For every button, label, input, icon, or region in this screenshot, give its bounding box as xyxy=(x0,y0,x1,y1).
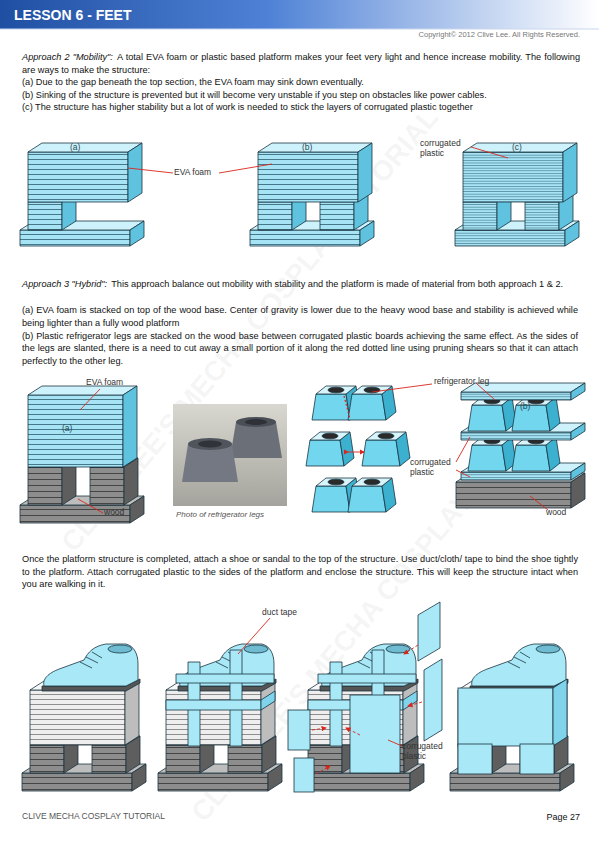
photo-caption: Photo of refrigerator legs xyxy=(176,510,264,519)
assembly-step-4 xyxy=(450,644,574,791)
paragraph: (b) Sinking of the structure is prevente… xyxy=(22,89,580,102)
paragraph: (a) EVA foam is stacked on top of the wo… xyxy=(22,304,578,329)
copyright-note: Copyright© 2012 Clive Lee. All Rights Re… xyxy=(380,31,580,40)
part-label: EVA foam xyxy=(86,378,123,388)
body-text: (b) Plastic refrigerator legs are stacke… xyxy=(22,331,578,366)
figure-tag: (a) xyxy=(70,143,80,153)
approach-heading: Approach 3 "Hybrid": xyxy=(22,279,107,289)
page-number: Page 27 xyxy=(500,812,580,822)
figure-tag: (a) xyxy=(62,424,72,434)
footer-text: CLIVE MECHA COSPLAY TUTORIAL xyxy=(22,812,165,822)
hybrid-platform-a xyxy=(20,386,144,523)
leader-lines xyxy=(238,618,402,746)
refrigerator-legs xyxy=(306,386,410,512)
part-label: corrugated plastic xyxy=(420,139,472,159)
foam-platform-b xyxy=(250,143,374,246)
photo xyxy=(173,404,287,506)
approach-heading: Approach 2 "Mobility": xyxy=(22,52,113,62)
assembly-step-1 xyxy=(22,644,146,791)
header-bar xyxy=(0,0,599,29)
foam-platform-a xyxy=(20,143,144,246)
page-title: LESSON 6 - FEET xyxy=(14,7,131,23)
paragraph: Once the platform structure is completed… xyxy=(22,553,578,591)
figure-tag: (b) xyxy=(302,143,312,153)
assembly-step-2 xyxy=(158,644,282,791)
part-label: corrugated plastic xyxy=(410,458,460,478)
figure-tag: (b) xyxy=(520,402,530,412)
paragraph: Approach 3 "Hybrid": This approach balanc… xyxy=(22,278,578,291)
body-text: (b) Sinking of the structure is prevente… xyxy=(22,90,487,100)
body-text: This approach balance out mobility with … xyxy=(111,279,563,289)
paragraph: (c) The structure has higher stability b… xyxy=(22,101,580,114)
paragraph: (b) Plastic refrigerator legs are stacke… xyxy=(22,330,578,368)
paragraph: (a) Due to the gap beneath the top secti… xyxy=(22,76,580,89)
part-label: refrigerator leg xyxy=(434,377,490,387)
corrugated-platform-c xyxy=(455,143,579,246)
body-text: (c) The structure has higher stability b… xyxy=(22,102,473,112)
figure-tag: (c) xyxy=(512,143,522,153)
part-label: duct tape xyxy=(262,608,297,618)
part-label: corrugated plastic xyxy=(402,742,454,762)
body-text: (a) EVA foam is stacked on top of the wo… xyxy=(22,305,578,328)
body-text: Once the platform structure is completed… xyxy=(22,554,578,589)
part-label: EVA foam xyxy=(174,168,211,178)
part-label: wood xyxy=(104,508,124,518)
part-label: wood xyxy=(546,508,566,518)
paragraph: Approach 2 "Mobility":A total EVA foam o… xyxy=(22,51,580,76)
body-text: (a) Due to the gap beneath the top secti… xyxy=(22,77,364,87)
